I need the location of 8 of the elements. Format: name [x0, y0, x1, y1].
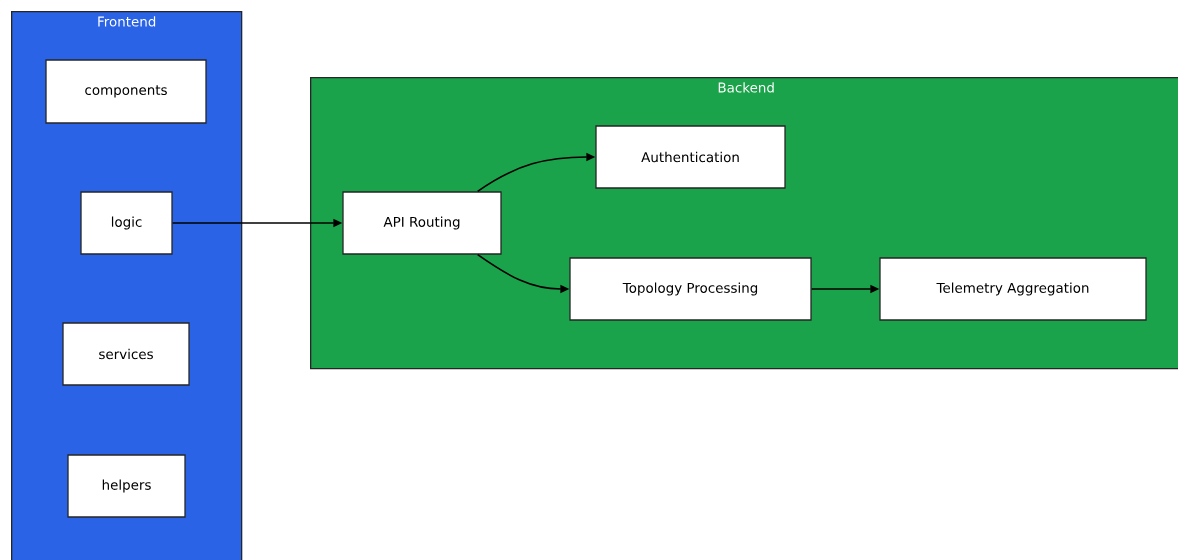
process-box: helpers [67, 454, 186, 518]
process-box: Telemetry Aggregation [879, 257, 1147, 321]
process-box: components [45, 59, 207, 124]
process-box: API Routing [342, 191, 502, 255]
process-box: logic [80, 191, 173, 255]
process-box: Authentication [595, 125, 786, 189]
process-box: Topology Processing [569, 257, 812, 321]
process-box: services [62, 322, 190, 386]
